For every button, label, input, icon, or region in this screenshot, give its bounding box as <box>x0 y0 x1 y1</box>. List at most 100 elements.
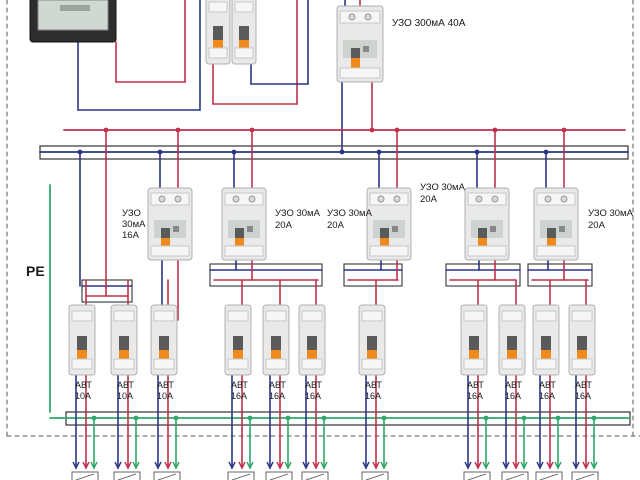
breaker-window <box>159 336 169 350</box>
breaker-label-line: 16А <box>269 391 285 401</box>
group2-bus-box <box>209 263 323 287</box>
load-symbol-mark <box>505 473 525 480</box>
load-symbol <box>301 471 329 480</box>
arrow-head <box>362 461 370 470</box>
rcd-test-button <box>247 226 253 232</box>
breaker-lever <box>213 40 223 49</box>
main-rcd-label: УЗО 300мА 40А <box>392 18 466 29</box>
pe-tap <box>285 415 291 421</box>
arrow-head <box>590 461 598 470</box>
group3-bus-box <box>343 263 403 287</box>
arrow-head <box>90 461 98 470</box>
breaker-1 <box>68 304 96 376</box>
breaker-bottom-terminal <box>501 358 523 370</box>
arrow-head <box>284 461 292 470</box>
load-symbol <box>265 471 293 480</box>
rcd-label-line: 20А <box>275 220 293 231</box>
load-symbol-mark <box>365 473 385 480</box>
rcd-window <box>380 228 389 242</box>
load-symbol-mark <box>467 473 487 480</box>
arrow-head <box>536 461 544 470</box>
load-symbol <box>463 471 491 480</box>
rcd-lever <box>478 238 487 248</box>
breaker-label-line: 16А <box>365 391 381 401</box>
breaker-label-line: 16А <box>231 391 247 401</box>
arrow-head <box>482 461 490 470</box>
rcd-lever <box>380 238 389 248</box>
breaker-label-line: 10А <box>75 391 91 401</box>
rcd-test-button <box>363 46 369 52</box>
breaker-window <box>367 336 377 350</box>
breaker-label-line: АВТ <box>305 380 322 390</box>
rcd-neutral-tap <box>157 149 163 155</box>
rcd-label-line: УЗО 30мА <box>420 182 466 193</box>
breaker-bottom-terminal <box>234 47 254 59</box>
pe-tap <box>381 415 387 421</box>
rcd-top-terminal <box>224 192 264 206</box>
rcd-screw <box>364 13 372 21</box>
load-symbol <box>571 471 599 480</box>
breaker-label-line: 16А <box>505 391 521 401</box>
breaker-label-line: 10А <box>117 391 133 401</box>
breaker-top-terminal <box>501 310 523 322</box>
rcd-bottom-terminal <box>224 245 264 257</box>
breaker-label-line: АВТ <box>505 380 522 390</box>
rcd-window <box>478 228 487 242</box>
rcd-label-line: 30мА <box>122 219 146 230</box>
breaker-label-line: АВТ <box>467 380 484 390</box>
pe-tap <box>321 415 327 421</box>
breaker-top-terminal <box>265 310 287 322</box>
main-breaker-2 <box>231 0 257 65</box>
breaker-top-terminal <box>463 310 485 322</box>
arrow-head <box>114 461 122 470</box>
breaker-window <box>119 336 129 350</box>
rcd-neutral-tap <box>543 149 549 155</box>
arrow-head <box>380 461 388 470</box>
load-symbol-mark <box>269 473 289 480</box>
rcd-label-line: УЗО <box>122 208 141 219</box>
rcd-screw <box>232 195 240 203</box>
arrow-head <box>546 461 554 470</box>
rcd-neutral-tap <box>376 149 382 155</box>
arrow-head <box>520 461 528 470</box>
rcd-screw <box>348 13 356 21</box>
load-symbol-mark <box>575 473 595 480</box>
meter-display <box>60 5 90 11</box>
rcd-window <box>161 228 170 242</box>
breaker-window <box>239 26 249 40</box>
pe-tap <box>521 415 527 421</box>
breaker-11 <box>568 304 596 376</box>
breaker-bottom-terminal <box>535 358 557 370</box>
arrow-head <box>246 461 254 470</box>
breaker-6 <box>298 304 326 376</box>
arrow-head <box>572 461 580 470</box>
load-symbol-mark <box>305 473 325 480</box>
pe-tap <box>483 415 489 421</box>
load-symbol <box>227 471 255 480</box>
load-symbol-mark <box>231 473 251 480</box>
breaker-9 <box>498 304 526 376</box>
wires <box>39 0 631 470</box>
rcd-phase-tap <box>175 127 181 133</box>
rcd-label-line: 20А <box>588 220 606 231</box>
arrow-head <box>238 461 246 470</box>
breaker-label-line: АВТ <box>117 380 134 390</box>
breaker-top-terminal <box>301 310 323 322</box>
arrow-head <box>582 461 590 470</box>
group5-bus-box <box>527 263 593 287</box>
breaker-bottom-terminal <box>208 47 228 59</box>
breaker-bottom-terminal <box>71 358 93 370</box>
rcd-label-line: 20А <box>420 194 438 205</box>
arrow-head <box>302 461 310 470</box>
breaker-label-line: АВТ <box>231 380 248 390</box>
arrow-head <box>154 461 162 470</box>
